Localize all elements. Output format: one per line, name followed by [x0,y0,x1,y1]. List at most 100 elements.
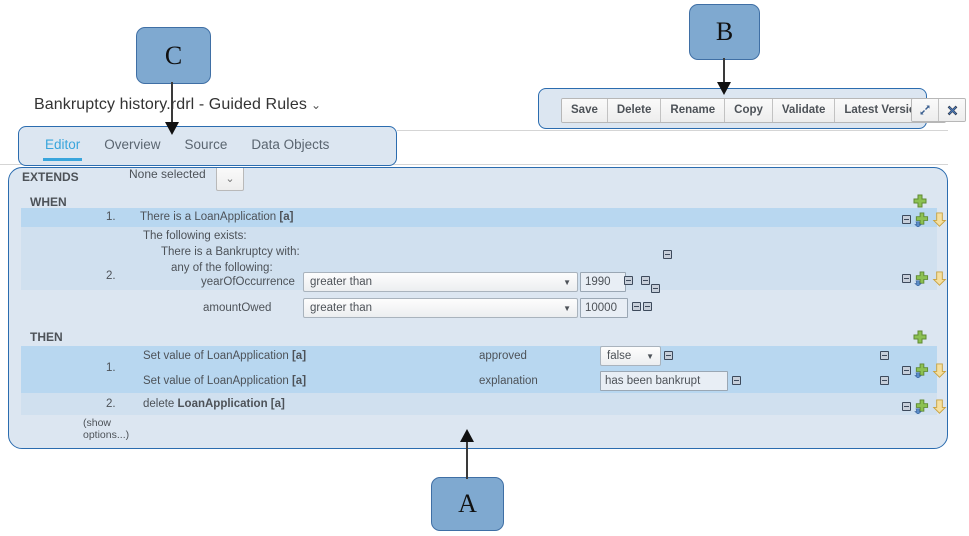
move-down-icon[interactable] [932,212,947,227]
when-row-1[interactable] [21,208,937,227]
tab-source[interactable]: Source [184,137,228,152]
version-dropdown-label: Latest Version [844,104,923,116]
then-row-2-number: 2. [106,398,116,410]
callout-c-label: C [164,40,183,70]
callout-a: A [431,477,504,531]
when-section-header: WHEN [9,192,947,212]
guided-rule-editor-panel: EXTENDS None selected ⌄ WHEN 1. There is… [8,167,948,449]
then-row-1b-field: explanation [479,375,538,387]
toolbar-window-controls [911,98,966,122]
divider-top-right [397,130,948,131]
then-row-2[interactable] [21,393,937,415]
then-row-1b-text: Set value of LoanApplication [a] [143,375,306,387]
validate-button[interactable]: Validate [772,99,836,122]
close-button[interactable] [939,99,965,121]
then-row-1-actions [902,363,947,378]
then-row-1a-field: approved [479,350,527,362]
remove-icon[interactable] [902,402,911,411]
close-icon [947,105,957,115]
move-down-icon[interactable] [932,271,947,286]
then-add-action-button[interactable] [912,330,928,351]
then-row-1a-binding: [a] [291,350,307,362]
add-below-icon[interactable] [914,399,929,414]
explanation-remove-icon[interactable] [732,376,741,385]
callout-a-arrow-head [460,429,474,442]
expand-button[interactable] [912,99,939,121]
callout-b-arrow-line [723,58,725,84]
tab-overview[interactable]: Overview [104,137,161,152]
title-chevron-down-icon[interactable]: ⌄ [310,98,322,112]
when-row-2-number: 2. [106,270,116,282]
rename-button[interactable]: Rename [661,99,726,122]
show-options-link[interactable]: (show options...) [83,417,130,441]
plus-icon [913,330,927,344]
copy-button[interactable]: Copy [725,99,773,122]
then-row-2-actions [902,399,947,414]
when-row-1-binding: [a] [279,211,294,223]
then-row-1a-text: Set value of LoanApplication [a] [143,350,306,362]
delete-button[interactable]: Delete [607,99,662,122]
callout-c-arrow-head [165,122,179,135]
extends-row: EXTENDS None selected ⌄ [9,167,947,191]
approved-select[interactable]: false ▼ [600,346,661,366]
constraint-1-operator-select[interactable]: greater than ▼ [303,272,578,292]
callout-b-label: B [715,17,734,46]
extends-dropdown[interactable]: ⌄ [216,168,244,191]
constraint-1-option-icon[interactable] [641,276,650,285]
when-add-pattern-button[interactable] [912,194,928,215]
pattern-2-collapse-icon[interactable] [663,250,672,259]
toolbar-button-group: Save Delete Rename Copy Validate Latest … [561,98,947,123]
divider-under-tabs [0,164,948,165]
explanation-value: has been bankrupt [605,375,701,387]
when-row-1-text: There is a LoanApplication [a] [140,211,293,223]
then-row-2-prefix: delete [143,398,178,410]
when-row-1-prefix: There is a LoanApplication [140,211,280,223]
callout-a-arrow-line [466,441,468,479]
constraint-2-value-input[interactable]: 10000 [580,298,628,318]
tab-data-objects[interactable]: Data Objects [251,137,330,152]
constraint-2-field: amountOwed [203,302,272,314]
callout-b-arrow-head [717,82,731,95]
constraint-1-extra-icon[interactable] [651,284,660,293]
tab-bar: Editor Overview Source Data Objects [18,126,397,166]
remove-icon[interactable] [902,366,911,375]
remove-icon[interactable] [902,274,911,283]
chevron-down-icon: ▼ [563,303,571,313]
constraint-1-field: yearOfOccurrence [201,276,295,288]
chevron-down-icon: ▼ [563,277,571,287]
then-row-1[interactable] [21,346,937,393]
constraint-2-operator-select[interactable]: greater than ▼ [303,298,578,318]
constraint-2-value: 10000 [585,302,617,314]
constraint-1-operator-value: greater than [310,276,373,288]
constraint-2-operator-value: greater than [310,302,373,314]
then-row-1-number: 1. [106,362,116,374]
constraint-2-remove-icon[interactable] [632,302,641,311]
when-row-1-number: 1. [106,211,116,223]
approved-remove-icon[interactable] [664,351,673,360]
add-below-icon[interactable] [914,363,929,378]
then-row-2-text: delete LoanApplication [a] [143,398,285,410]
extends-value: None selected [129,167,206,181]
callout-a-label: A [458,489,477,518]
when-row-2-line-2: There is a Bankruptcy with: [161,246,300,258]
when-row-2-line-3: any of the following: [171,262,273,274]
remove-icon[interactable] [902,215,911,224]
tab-editor[interactable]: Editor [33,127,92,161]
constraint-1-value-input[interactable]: 1990 [580,272,626,292]
add-below-icon[interactable] [914,212,929,227]
then-section-header: THEN [9,327,947,347]
plus-icon [913,194,927,208]
constraint-2-option-icon[interactable] [643,302,652,311]
editor-toolbar: Save Delete Rename Copy Validate Latest … [538,88,966,129]
save-button[interactable]: Save [562,99,608,122]
explanation-input[interactable]: has been bankrupt [600,371,728,391]
move-down-icon[interactable] [932,363,947,378]
constraint-1-remove-icon[interactable] [624,276,633,285]
then-row-1a-option-icon[interactable] [880,351,889,360]
when-row-2-line-1: The following exists: [143,230,247,242]
add-below-icon[interactable] [914,271,929,286]
then-row-1b-option-icon[interactable] [880,376,889,385]
move-down-icon[interactable] [932,399,947,414]
then-label: THEN [30,330,63,344]
callout-c: C [136,27,211,84]
